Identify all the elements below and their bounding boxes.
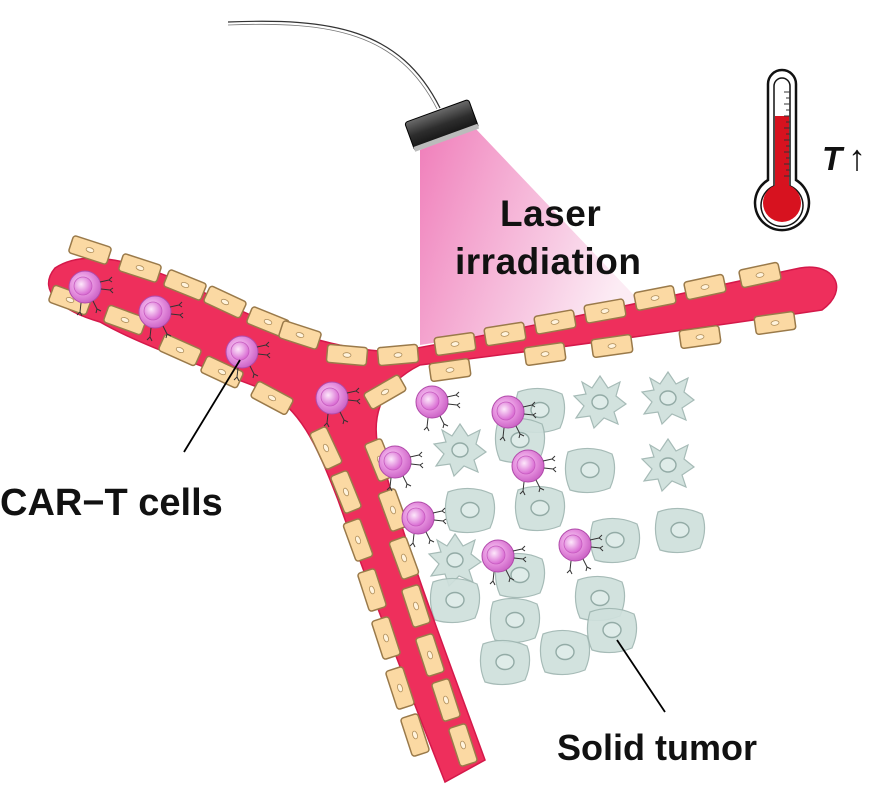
solid-tumor-label: Solid tumor xyxy=(557,727,757,768)
tumor-cell xyxy=(429,577,481,624)
tumor-cell xyxy=(444,487,496,534)
tumor-cell xyxy=(489,597,541,644)
tumor-pointer xyxy=(616,639,666,713)
car-t-cell xyxy=(401,501,447,548)
up-arrow-icon: ↑ xyxy=(848,137,867,178)
tumor-cell xyxy=(573,375,627,429)
tumor-cell xyxy=(564,447,616,494)
temperature-rise-label: T↑ xyxy=(822,140,866,176)
thermometer-icon xyxy=(753,68,811,232)
tumor-cell xyxy=(586,607,638,654)
tumor-cell xyxy=(514,485,566,532)
tumor-cell xyxy=(433,423,487,477)
laser-head-icon xyxy=(404,99,480,152)
endothelial-cell xyxy=(325,343,369,367)
optical-fiber-icon xyxy=(227,20,441,109)
tumor-cell xyxy=(589,517,641,564)
tumor-cell xyxy=(479,639,531,686)
tumor-cell xyxy=(654,507,706,554)
car-t-label: CAR−T cells xyxy=(0,482,223,524)
endothelial-cell xyxy=(376,343,420,367)
tumor-cell xyxy=(641,371,695,425)
car-t-pointer xyxy=(183,359,241,453)
laser-label-line1: Laser xyxy=(500,193,602,234)
solid-tumor-cells xyxy=(428,371,706,686)
tumor-cell xyxy=(641,438,695,492)
laser-label-line2: irradiation xyxy=(455,241,642,282)
tumor-cell xyxy=(539,629,591,676)
laser-beam xyxy=(420,128,648,345)
car-t-cell xyxy=(415,385,461,432)
temperature-symbol: T xyxy=(822,140,843,177)
